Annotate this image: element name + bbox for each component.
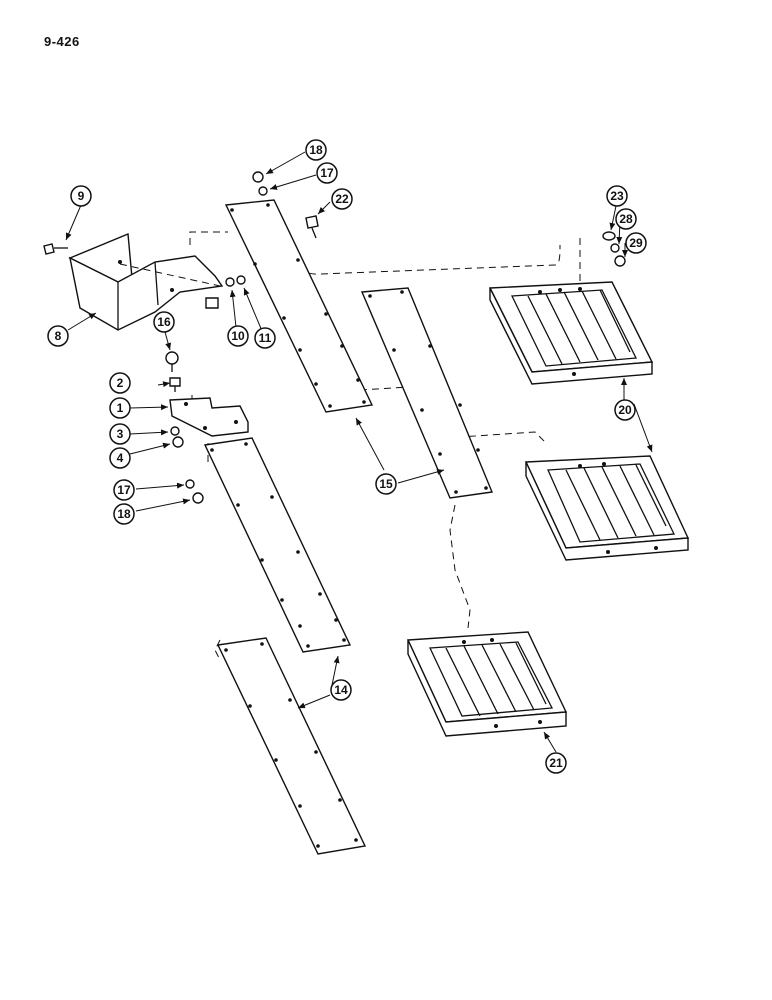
leader-lines bbox=[65, 151, 653, 753]
svg-text:11: 11 bbox=[259, 331, 272, 345]
callout-17: 17 bbox=[113, 479, 135, 501]
svg-text:16: 16 bbox=[157, 315, 171, 329]
callout-17-top: 17 bbox=[316, 162, 338, 184]
svg-text:28: 28 bbox=[619, 212, 633, 226]
svg-text:8: 8 bbox=[55, 329, 62, 343]
callout-22: 22 bbox=[331, 188, 353, 210]
part-8-mounting-bracket bbox=[68, 232, 224, 331]
callout-28: 28 bbox=[615, 208, 637, 230]
svg-text:18: 18 bbox=[117, 507, 131, 521]
callout-10: 10 bbox=[227, 325, 249, 347]
callout-29: 29 bbox=[625, 232, 647, 254]
part-14-lower-strip-lower bbox=[216, 637, 367, 855]
page-reference: 9-426 bbox=[44, 34, 80, 49]
part-15-upper-strip-right bbox=[360, 287, 493, 499]
svg-text:29: 29 bbox=[629, 236, 643, 250]
svg-text:23: 23 bbox=[610, 189, 624, 203]
svg-text:10: 10 bbox=[231, 329, 245, 343]
svg-text:1: 1 bbox=[117, 401, 124, 415]
part-21-step-tread bbox=[406, 631, 568, 737]
svg-text:17: 17 bbox=[117, 483, 131, 497]
callout-2: 2 bbox=[109, 372, 131, 394]
svg-text:14: 14 bbox=[334, 683, 348, 697]
hardware bbox=[43, 171, 626, 504]
svg-text:15: 15 bbox=[379, 477, 393, 491]
part-14-lower-strip-upper bbox=[203, 437, 352, 653]
svg-text:2: 2 bbox=[117, 376, 124, 390]
callout-16: 16 bbox=[153, 311, 175, 333]
svg-text:4: 4 bbox=[117, 451, 124, 465]
callout-18-top: 18 bbox=[305, 139, 327, 161]
callout-9: 9 bbox=[70, 185, 92, 207]
svg-text:3: 3 bbox=[117, 427, 124, 441]
callout-23: 23 bbox=[606, 185, 628, 207]
callout-1: 1 bbox=[109, 397, 131, 419]
callout-11: 11 bbox=[254, 327, 276, 349]
svg-text:21: 21 bbox=[549, 756, 563, 770]
callout-3: 3 bbox=[109, 423, 131, 445]
svg-text:18: 18 bbox=[309, 143, 323, 157]
svg-text:20: 20 bbox=[618, 403, 632, 417]
callout-18: 18 bbox=[113, 503, 135, 525]
callout-21: 21 bbox=[545, 752, 567, 774]
callout-4: 4 bbox=[109, 447, 131, 469]
part-1-step-plate bbox=[169, 397, 249, 437]
callout-20: 20 bbox=[614, 399, 636, 421]
part-20-step-tread-upper bbox=[488, 281, 654, 385]
svg-text:17: 17 bbox=[320, 166, 334, 180]
callout-14: 14 bbox=[330, 679, 352, 701]
callout-15: 15 bbox=[375, 473, 397, 495]
part-15-upper-strip-left bbox=[224, 199, 374, 413]
svg-text:22: 22 bbox=[335, 192, 349, 206]
svg-text:9: 9 bbox=[78, 189, 85, 203]
callout-8: 8 bbox=[47, 325, 69, 347]
part-20-step-tread-lower bbox=[524, 455, 690, 561]
